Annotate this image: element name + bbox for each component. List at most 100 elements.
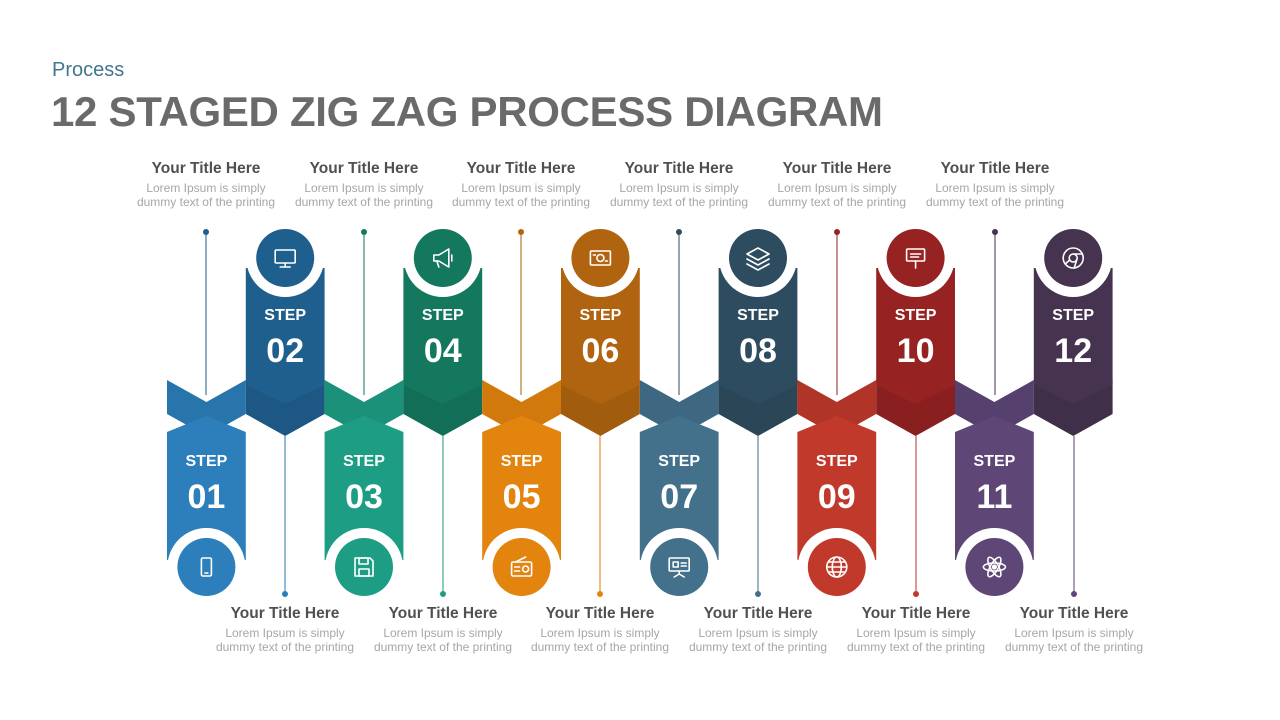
signboard-icon [905, 248, 926, 269]
step-09: STEP 09 [797, 416, 877, 606]
step-word: STEP [501, 453, 543, 470]
step-word: STEP [816, 453, 858, 470]
step-title: Your Title Here [703, 605, 813, 622]
connector-dot [597, 591, 603, 597]
step-word: STEP [974, 453, 1016, 470]
step-tab [1033, 268, 1113, 404]
step-word: STEP [1052, 307, 1094, 324]
connectors [203, 229, 1077, 597]
icon-badge [177, 538, 236, 596]
step-word: STEP [343, 453, 385, 470]
connector-dot [440, 591, 446, 597]
step-tab [955, 416, 1034, 560]
step-title: Your Title Here [861, 605, 971, 622]
step-number: 04 [424, 332, 462, 370]
step-number: 08 [739, 332, 777, 370]
floppy-disk-icon [354, 557, 374, 577]
step-body: Lorem Ipsum is simply dummy text of the … [294, 181, 434, 209]
step-body: Lorem Ipsum is simply dummy text of the … [530, 626, 670, 654]
step-body: Lorem Ipsum is simply dummy text of the … [451, 181, 591, 209]
step-tab [167, 416, 246, 560]
step-08: STEP 08 [718, 219, 798, 404]
step-word: STEP [895, 307, 937, 324]
icon-badge [650, 538, 709, 596]
step-number: 09 [818, 478, 856, 516]
connector-dot [518, 229, 524, 235]
icon-badge [256, 229, 315, 287]
step-title: Your Title Here [388, 605, 498, 622]
band-segment-07 [639, 380, 719, 436]
step-tab [876, 268, 955, 404]
connector-dot [755, 591, 761, 597]
step-03: STEP 03 [324, 416, 404, 606]
step-tab [324, 416, 404, 560]
step-number: 10 [897, 332, 935, 370]
icon-badge [413, 229, 472, 287]
atom-icon [982, 556, 1007, 578]
megaphone-icon [432, 248, 453, 268]
step-number: 07 [660, 478, 698, 516]
band-segment-11 [955, 380, 1034, 436]
connector-dot [282, 591, 288, 597]
step-07: STEP 07 [639, 416, 719, 606]
step-title: Your Title Here [466, 160, 576, 177]
icon-badge [335, 538, 393, 596]
step-tab [403, 268, 483, 404]
connector-dot [992, 229, 998, 235]
subtitle: Process [52, 59, 125, 81]
band-segment-01 [167, 380, 246, 436]
step-title: Your Title Here [624, 160, 734, 177]
monitor-icon [274, 249, 297, 268]
step-tab [718, 268, 798, 404]
step-word: STEP [737, 307, 779, 324]
money-icon [589, 250, 612, 266]
icon-badge [571, 229, 630, 287]
page-title: 12 STAGED ZIG ZAG PROCESS DIAGRAM [51, 88, 883, 135]
step-10: STEP 10 [876, 219, 955, 404]
step-number: 02 [266, 332, 304, 370]
step-body: Lorem Ipsum is simply dummy text of the … [373, 626, 513, 654]
step-tab [245, 268, 325, 404]
step-body: Lorem Ipsum is simply dummy text of the … [1004, 626, 1144, 654]
step-tab [561, 268, 640, 404]
step-number: 03 [345, 478, 383, 516]
icon-badge [492, 538, 551, 596]
step-word: STEP [580, 307, 622, 324]
step-body: Lorem Ipsum is simply dummy text of the … [609, 181, 749, 209]
connector-dot [913, 591, 919, 597]
connector-dot [203, 229, 209, 235]
step-title: Your Title Here [545, 605, 655, 622]
step-number: 05 [503, 478, 541, 516]
step-word: STEP [658, 453, 700, 470]
step-title: Your Title Here [151, 160, 261, 177]
chrome-icon [1062, 247, 1084, 269]
step-number: 06 [581, 332, 619, 370]
step-body: Lorem Ipsum is simply dummy text of the … [846, 626, 986, 654]
step-04: STEP 04 [403, 219, 483, 404]
presentation-icon [668, 557, 691, 578]
step-body: Lorem Ipsum is simply dummy text of the … [767, 181, 907, 209]
mobile-phone-icon [200, 557, 213, 577]
step-number: 01 [187, 478, 225, 516]
step-05: STEP 05 [482, 416, 561, 606]
step-title: Your Title Here [940, 160, 1050, 177]
band-segment-03 [324, 380, 404, 436]
step-word: STEP [422, 307, 464, 324]
step-tab [482, 416, 561, 560]
icon-badge [1044, 229, 1103, 287]
